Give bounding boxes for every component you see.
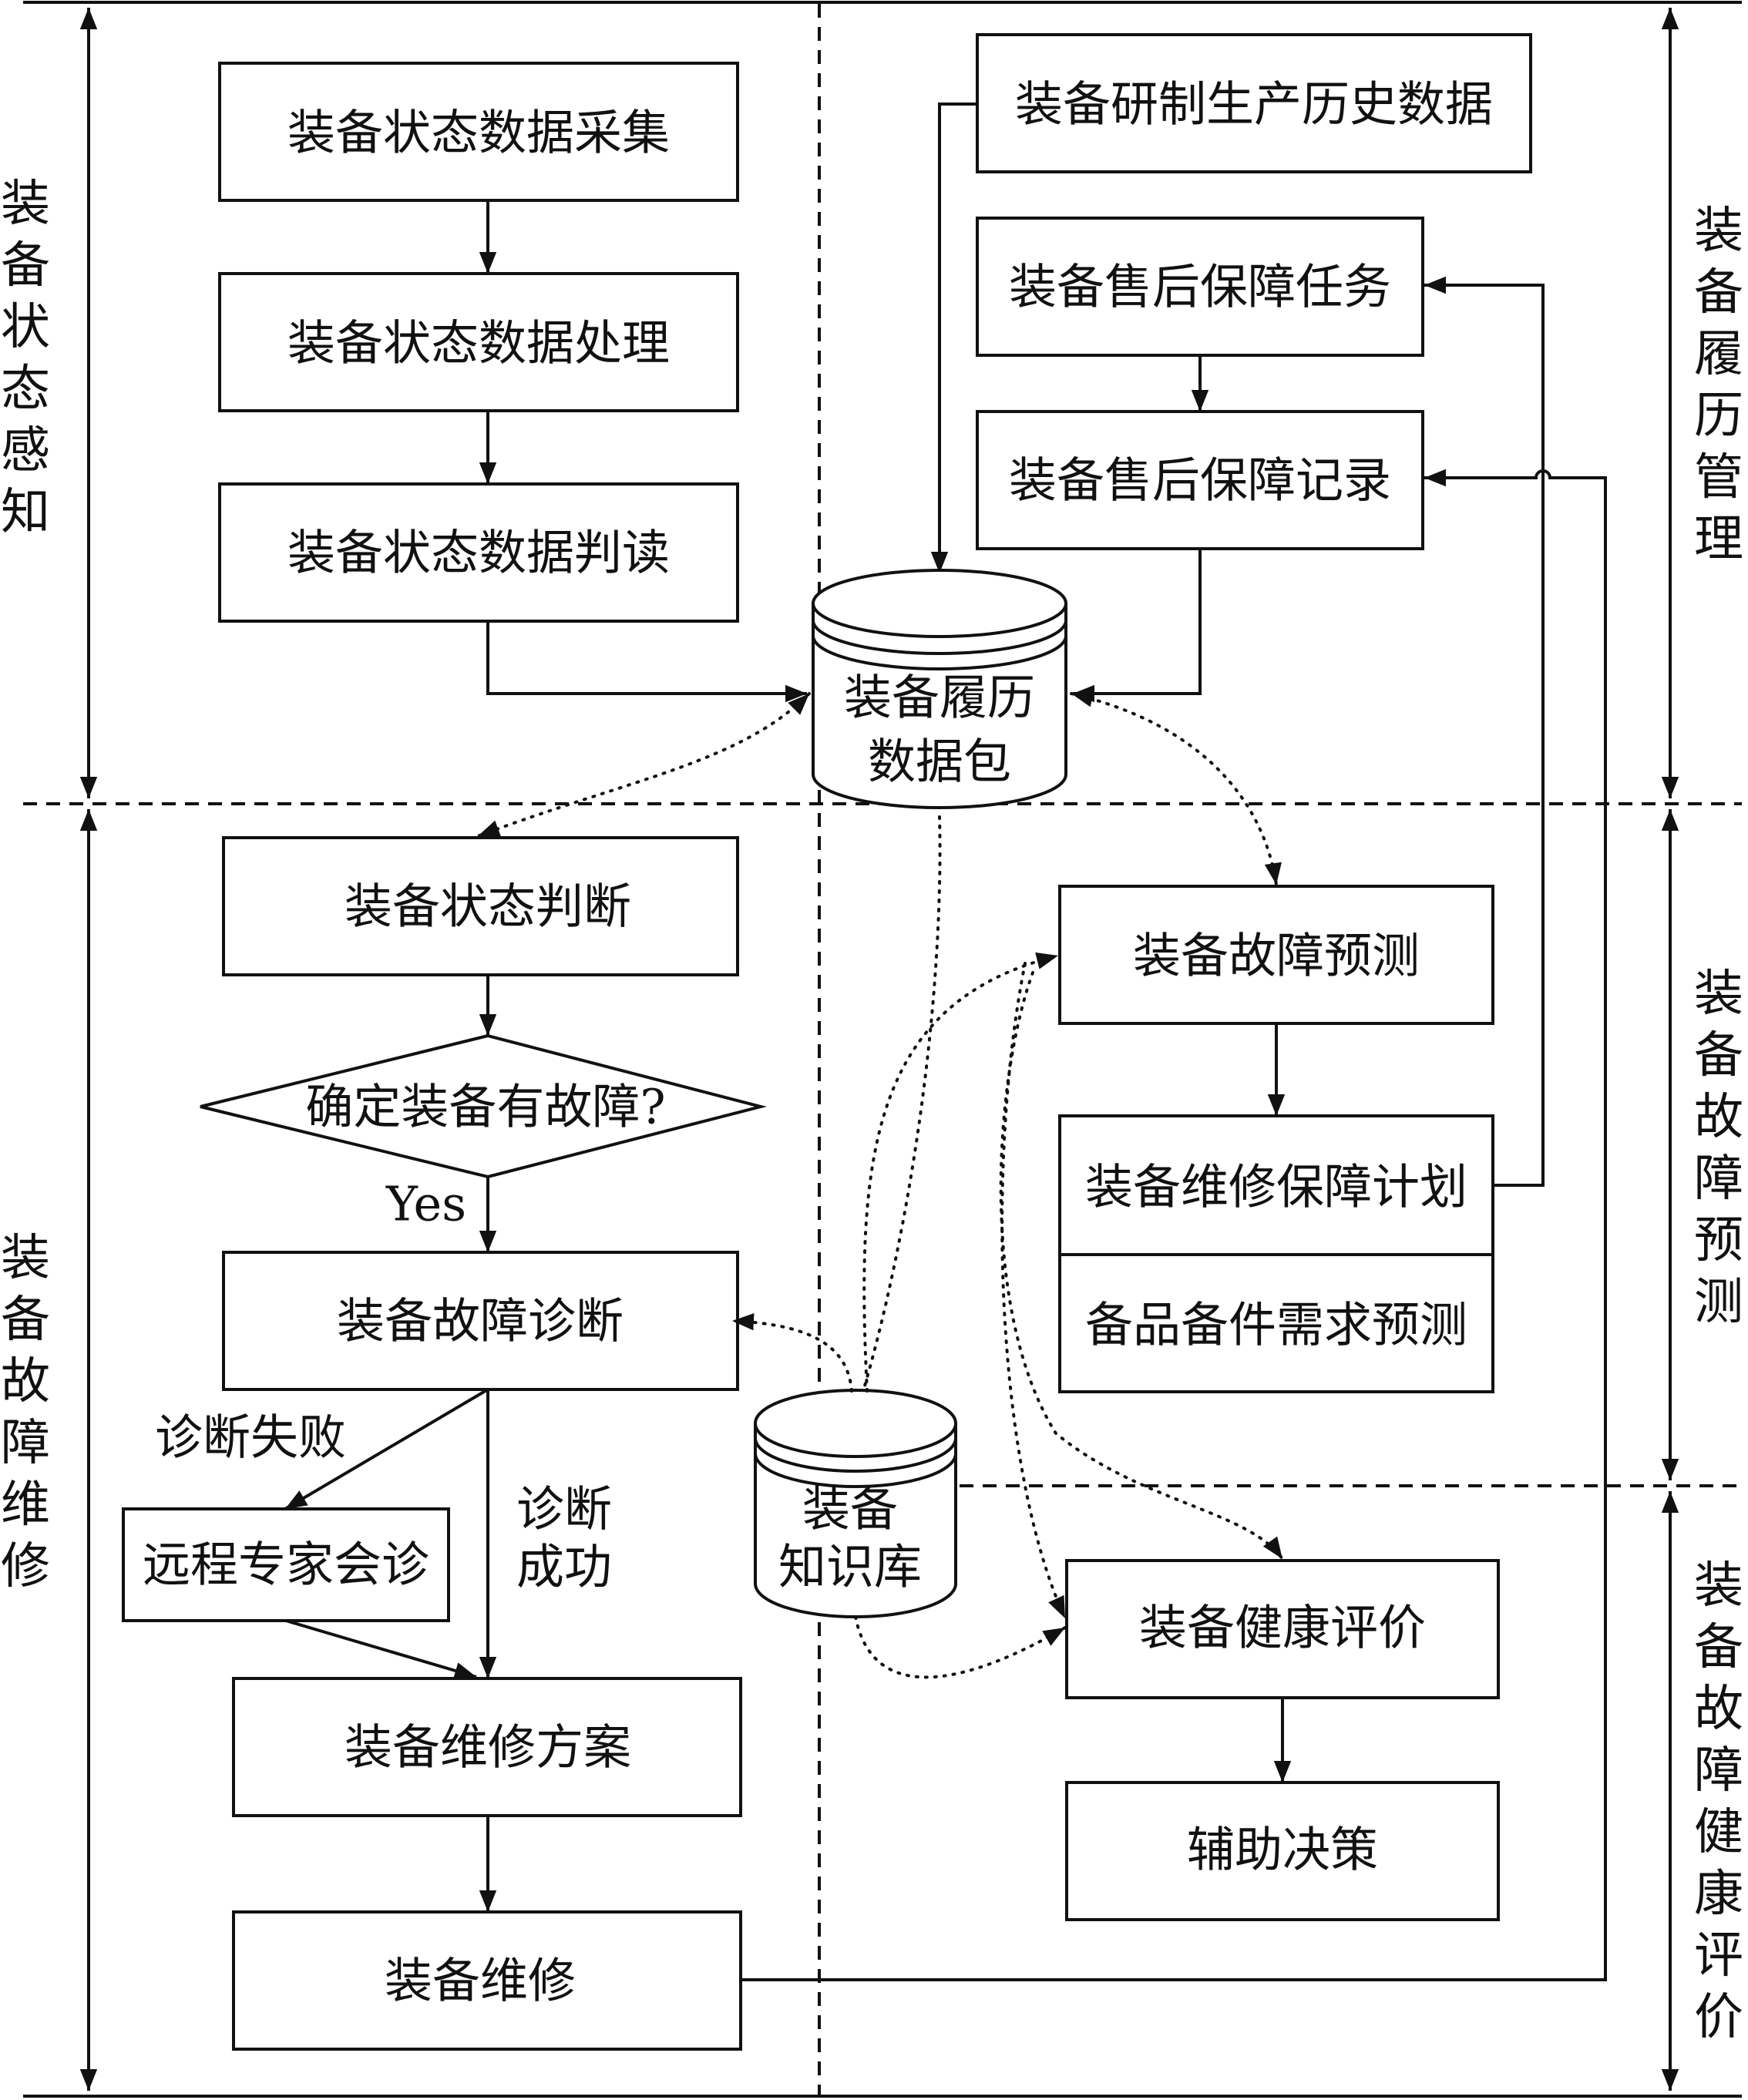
kb-label-2: 知识库 [778, 1539, 922, 1595]
side-label-char: 备 [1694, 264, 1743, 321]
diag-success-label-2: 成功 [516, 1539, 612, 1595]
arrow-maintplan-task [1424, 276, 1545, 1187]
side-label-char: 知 [1, 484, 50, 541]
side-label-char: 障 [1694, 1742, 1743, 1799]
repair-plan-label: 装备维修方案 [345, 1719, 631, 1776]
arrow-repair-record [741, 469, 1607, 1981]
side-label-char: 预 [1694, 1212, 1743, 1269]
dotted-kb-health [854, 1615, 1067, 1679]
state-judge-box [222, 836, 739, 976]
health-eval-box [1065, 1559, 1500, 1699]
side-label-char: 装 [1, 1230, 50, 1287]
side-label-char: 装 [1, 176, 50, 233]
side-label-char: 故 [1, 1353, 50, 1410]
kb-label-1: 装备 [802, 1481, 898, 1537]
record-db-label-2: 数据包 [868, 734, 1011, 790]
side-label-char: 健 [1694, 1804, 1743, 1861]
side-label-char: 管 [1694, 449, 1743, 506]
diag-success-label-1: 诊断 [516, 1481, 612, 1537]
spare-predict-box [1058, 1253, 1494, 1393]
record-db-label-1: 装备履历 [844, 670, 1035, 726]
process-label: 装备状态数据处理 [287, 315, 670, 371]
arrow-interpret-recorddb [486, 621, 807, 703]
side-label-char: 装 [1694, 1557, 1743, 1614]
dotted-predict-health [999, 971, 1284, 1561]
knowledge-base: 装备 知识库 [754, 1389, 957, 1618]
spare-predict-label: 备品备件需求预测 [1085, 1297, 1467, 1353]
health-eval-label: 装备健康评价 [1139, 1600, 1426, 1656]
history-data-label: 装备研制生产历史数据 [1015, 76, 1493, 133]
decision-label: 确定装备有故障? [305, 1079, 665, 1135]
dotted-recorddb-kb [862, 815, 942, 1393]
support-task-label: 装备售后保障任务 [1009, 259, 1391, 315]
side-label-char: 履 [1694, 326, 1743, 383]
dotted-kb-predict [862, 952, 1060, 1393]
side-label-char: 修 [1, 1538, 50, 1595]
side-label-char: 备 [1694, 1619, 1743, 1676]
record-database: 装备履历 数据包 [812, 569, 1067, 809]
side-label-char: 维 [1, 1477, 50, 1534]
repair-box [232, 1910, 742, 2051]
side-label-char: 评 [1694, 1927, 1743, 1984]
side-label-char: 装 [1694, 203, 1743, 260]
interpret-box [218, 482, 739, 623]
side-label-char: 备 [1694, 1027, 1743, 1084]
side-label-char: 测 [1694, 1274, 1743, 1331]
fault-predict-box [1058, 885, 1494, 1025]
side-label-char: 备 [1, 237, 50, 294]
diagnosis-box [222, 1251, 739, 1391]
side-label-char: 历 [1694, 388, 1743, 445]
side-label-char: 装 [1694, 966, 1743, 1023]
dotted-recorddb-predict [1070, 690, 1282, 886]
dotted-predict-health-2 [1000, 962, 1067, 1620]
side-label-char: 态 [1, 361, 50, 418]
diagnosis-label: 装备故障诊断 [337, 1293, 624, 1349]
side-label-char: 障 [1, 1415, 50, 1472]
fault-predict-label: 装备故障预测 [1133, 928, 1420, 984]
side-label-char: 备 [1, 1292, 50, 1349]
repair-plan-box [232, 1677, 742, 1817]
maint-plan-box [1058, 1114, 1494, 1256]
side-label-char: 理 [1694, 511, 1743, 568]
arrow-record-recorddb [1073, 549, 1202, 703]
yes-label: Yes [385, 1176, 466, 1232]
side-label-char: 障 [1694, 1151, 1743, 1208]
decision-support-box [1065, 1781, 1500, 1921]
remote-label: 远程专家会诊 [143, 1537, 429, 1593]
arrow-remote-plan [285, 1619, 477, 1679]
arrow-diagnosis-remote [284, 1388, 489, 1510]
maint-plan-label: 装备维修保障计划 [1085, 1159, 1467, 1215]
side-label-char: 状 [1, 299, 50, 356]
support-task-box [976, 217, 1424, 357]
dotted-recorddb-judge [476, 692, 811, 838]
interpret-label: 装备状态数据判读 [287, 525, 670, 581]
history-data-box [976, 33, 1532, 173]
side-label-char: 价 [1694, 1989, 1743, 2046]
arrow-history-recorddb [930, 102, 977, 573]
side-label-char: 故 [1694, 1681, 1743, 1738]
side-label-char: 感 [1, 422, 50, 479]
collect-box [218, 62, 739, 202]
side-label-right-mid: 装备故障预测 [1694, 966, 1743, 1331]
diag-fail-label: 诊断失败 [155, 1410, 346, 1466]
remote-box [122, 1507, 450, 1622]
side-label-char: 康 [1694, 1866, 1743, 1923]
decision-support-label: 辅助决策 [1187, 1822, 1378, 1878]
process-box [218, 272, 739, 412]
repair-label: 装备维修 [385, 1953, 576, 2009]
support-record-label: 装备售后保障记录 [1009, 452, 1391, 509]
state-judge-label: 装备状态判断 [345, 879, 631, 935]
collect-label: 装备状态数据采集 [287, 105, 670, 161]
dotted-kb-diagnosis [731, 1313, 853, 1393]
side-label-char: 故 [1694, 1089, 1743, 1146]
